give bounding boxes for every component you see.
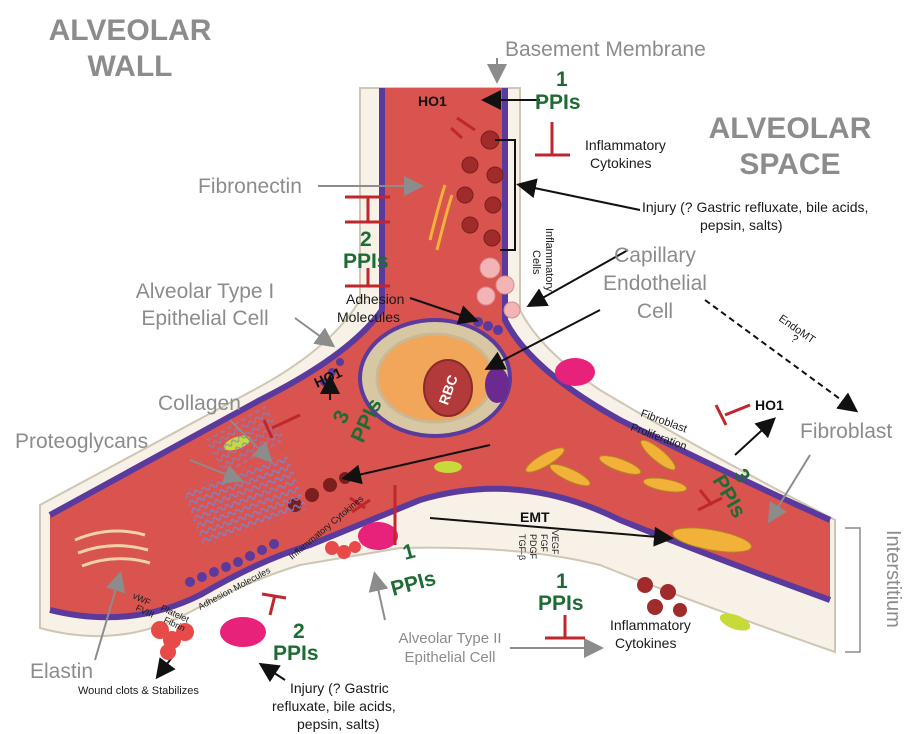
type1-line1: Alveolar Type I xyxy=(136,280,275,303)
alveolar-wall-line2: WALL xyxy=(88,50,173,83)
adhesion-top-line1: Adhesion xyxy=(346,291,404,307)
injury-bottom-line2: refluxate, bile acids, xyxy=(272,698,396,714)
alveolar-wall-line1: ALVEOLAR xyxy=(49,14,212,47)
ho1-top: HO1 xyxy=(418,93,447,109)
alveolar-space-line1: ALVEOLAR xyxy=(709,112,872,145)
type2-line2: Epithelial Cell xyxy=(405,649,496,666)
growth-factor-fgf: FGF xyxy=(539,534,549,552)
cytokines-bottom-line2: Cytokines xyxy=(615,635,676,651)
collagen-label: Collagen xyxy=(158,392,241,415)
ppi-bottom-right-label: PPIs xyxy=(538,592,584,615)
endomt-line1: EndoMT xyxy=(776,313,817,347)
ppi-left-number: 2 xyxy=(360,228,372,251)
interstitium-bracket xyxy=(845,528,860,652)
type2-cell-right xyxy=(555,358,595,386)
capillary-line2: Endothelial xyxy=(603,272,707,295)
ppi-bottom-left-number: 2 xyxy=(293,620,305,643)
fibronectin-label: Fibronectin xyxy=(198,175,302,198)
ppi-top-label: PPIs xyxy=(535,91,581,114)
ppi-bottom-right-number: 1 xyxy=(556,570,568,593)
ho1-right: HO1 xyxy=(755,397,784,413)
cytokines-top-line2: Cytokines xyxy=(590,155,651,171)
injury-top-line1: Injury (? Gastric refluxate, bile acids, xyxy=(642,199,868,215)
fibroblast-label: Fibroblast xyxy=(800,420,892,443)
proteoglycans-label: Proteoglycans xyxy=(15,430,148,453)
endothelial-nucleus xyxy=(485,367,509,403)
emt-label: EMT xyxy=(520,509,550,525)
injury-bottom-line3: pepsin, salts) xyxy=(297,716,379,732)
growth-factor-pdgf: PDGF xyxy=(528,534,538,560)
type2-cell-bottom xyxy=(220,617,266,647)
cytokines-bottom-line1: Inflammatory xyxy=(610,617,691,633)
elastin-label: Elastin xyxy=(30,660,93,683)
endomt-line2: ? xyxy=(788,333,800,346)
type2-cell-center xyxy=(358,522,398,550)
growth-factor-vegf: VEGF xyxy=(550,530,560,555)
injury-bottom-line1: Injury (? Gastric xyxy=(290,680,389,696)
type1-line2: Epithelial Cell xyxy=(141,307,268,330)
basement-membrane-label: Basement Membrane xyxy=(505,38,706,61)
ppi-bottom-left-label: PPIs xyxy=(273,642,319,665)
alveolar-space-line2: SPACE xyxy=(739,148,840,181)
interstitium-label: Interstitium xyxy=(882,530,904,628)
ppi-top-number: 1 xyxy=(556,68,568,91)
injury-top-line2: pepsin, salts) xyxy=(700,217,782,233)
ppi-left-label: PPIs xyxy=(343,250,389,273)
adhesion-top-line2: Molecules xyxy=(337,309,400,325)
growth-factor-tgfb: TGF-β xyxy=(517,534,527,560)
type2-line1: Alveolar Type II xyxy=(398,630,501,647)
capillary-line3: Cell xyxy=(637,300,673,323)
wound-clots-label: Wound clots & Stabilizes xyxy=(78,685,199,697)
capillary-line1: Capillary xyxy=(614,244,696,267)
lime-cell-2 xyxy=(434,461,462,473)
inflammatory-cells-line2: Cells xyxy=(530,250,542,275)
ppi-bottom-center-label: PPIs xyxy=(388,567,438,601)
cytokines-top-line1: Inflammatory xyxy=(585,137,666,153)
inflammatory-cells-line1: Inflammatory xyxy=(543,228,555,292)
